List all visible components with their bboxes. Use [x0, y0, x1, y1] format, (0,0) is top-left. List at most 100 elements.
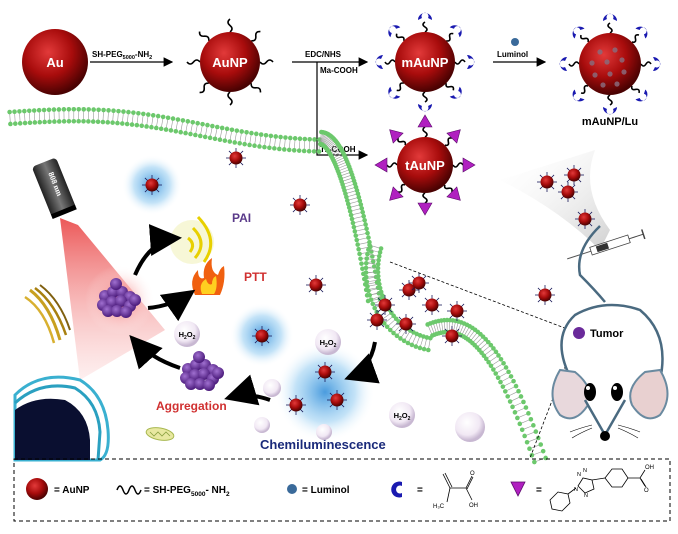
lipid-tail: [462, 326, 467, 334]
lipid-head: [366, 247, 371, 252]
bubble: [263, 379, 281, 397]
lipid-head: [387, 327, 393, 333]
lipid-head: [121, 109, 126, 114]
ligand-spike: [588, 211, 593, 216]
lipid-tail: [385, 316, 393, 323]
tetrazole-cap-icon: [389, 186, 404, 201]
maleimide-cap-icon: [572, 26, 585, 39]
lipid-tail: [468, 331, 475, 339]
lipid-head: [391, 330, 396, 336]
lipid-head: [105, 120, 111, 125]
ligand-spike: [444, 339, 449, 344]
lipid-head: [498, 356, 504, 362]
lipid-head: [346, 205, 352, 210]
lipid-head: [501, 360, 506, 366]
ligand-spike: [317, 364, 322, 369]
lipid-tail: [347, 190, 356, 194]
step3-reagent: Luminol: [497, 50, 528, 59]
aggregated-particle: [198, 368, 210, 380]
lipid-tail: [274, 138, 276, 147]
luminol-dot: [511, 38, 519, 46]
luminol-dot: [621, 69, 627, 75]
spiky-aunp: [425, 298, 439, 312]
tz-n2: N: [583, 468, 587, 474]
lipid-head: [7, 109, 12, 115]
peg-chain: [259, 59, 274, 65]
lipid-head: [296, 148, 302, 153]
peg-chain: [640, 61, 652, 67]
lipid-head: [90, 119, 96, 124]
maleimide-shape: [572, 26, 585, 39]
ligand-spike: [328, 364, 333, 369]
lipid-tail: [485, 349, 493, 355]
tetrazole-shape: [417, 202, 433, 216]
spiky-aunp: [229, 151, 243, 165]
ligand-spike: [369, 312, 374, 317]
lipid-head: [358, 256, 363, 262]
lipid-head: [160, 114, 166, 120]
lipid-head: [224, 126, 230, 132]
lipid-head: [257, 144, 262, 149]
lipid-head: [134, 122, 140, 128]
peg-chain: [446, 32, 454, 42]
luminol-dot: [589, 60, 595, 66]
lipid-tail: [324, 137, 331, 145]
spiky-aunp: [578, 212, 592, 226]
lipid-head: [491, 346, 496, 351]
lipid-head: [202, 134, 208, 140]
lipid-tail: [349, 197, 358, 201]
lipid-head: [361, 213, 366, 219]
spiky-aunp: [412, 276, 426, 290]
maleimide-shape: [418, 104, 432, 112]
lipid-head: [513, 383, 519, 389]
lipid-tail: [368, 276, 377, 278]
peg-chain: [186, 59, 201, 65]
lipid-head: [175, 117, 181, 122]
lipid-head: [154, 125, 159, 131]
lipid-head: [535, 435, 541, 441]
ligand-spike: [303, 197, 308, 202]
photoacoustic-waves-icon: [170, 215, 214, 264]
lipid-tail: [358, 237, 367, 240]
lipid-tail: [372, 295, 381, 300]
lipid-tail: [210, 127, 213, 136]
tz-oh: OH: [645, 465, 654, 471]
tetrazole-cap-icon: [374, 157, 388, 173]
lipid-tail: [441, 322, 444, 331]
peg-chain: [396, 82, 404, 92]
lipid-head: [366, 288, 371, 294]
luminol-dot: [612, 47, 618, 53]
lipid-head: [258, 132, 264, 137]
lipid-head: [222, 138, 228, 143]
lipid-tail: [521, 419, 530, 424]
lipid-tail: [346, 187, 355, 191]
lipid-head: [488, 342, 494, 348]
lipid-head: [366, 235, 371, 240]
lipid-head: [42, 119, 47, 125]
maleimide-shape: [572, 89, 585, 102]
lipid-head: [377, 250, 383, 255]
lipid-head: [519, 427, 525, 433]
lipid-head: [56, 119, 62, 124]
lipid-tail: [333, 151, 341, 157]
lipid-head: [345, 198, 350, 203]
lipid-tail: [523, 425, 532, 430]
lipid-head: [486, 359, 491, 365]
ligand-spike: [435, 297, 440, 302]
ligand-spike: [588, 222, 593, 227]
lipid-head: [247, 142, 252, 148]
luminol-dot: [604, 59, 610, 65]
lipid-head: [378, 246, 384, 251]
lipid-head: [111, 108, 116, 114]
lipid-head: [510, 404, 515, 410]
legend-ma-eq: =: [417, 485, 423, 496]
maleimide-shape: [635, 26, 648, 39]
lipid-head: [96, 107, 101, 113]
tetrazole-structure: [549, 468, 647, 512]
lipid-head: [409, 342, 415, 348]
lipid-tail: [420, 338, 424, 347]
lipid-tail: [9, 113, 11, 123]
lipid-head: [131, 110, 136, 115]
lipid-head: [375, 261, 381, 267]
ligand-spike: [422, 275, 427, 280]
